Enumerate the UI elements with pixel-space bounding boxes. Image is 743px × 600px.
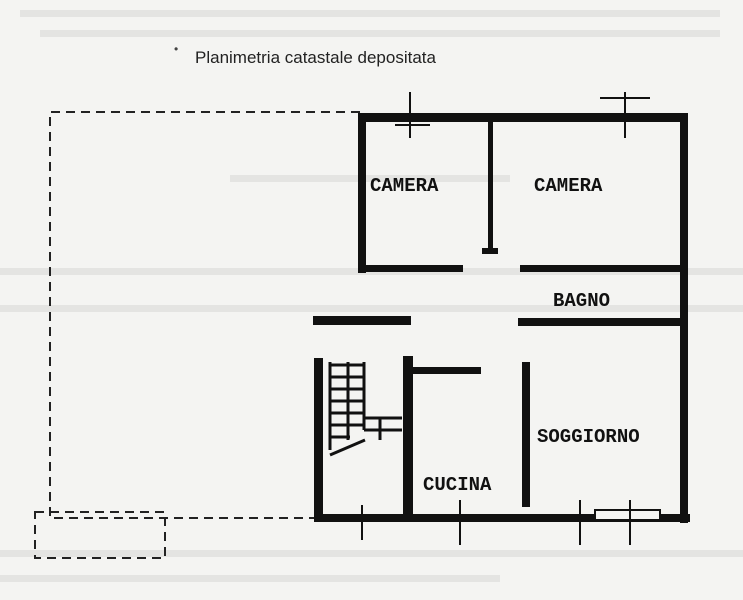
- document-title: Planimetria catastale depositata: [195, 48, 436, 67]
- walls: [313, 113, 690, 523]
- dashed-boundary: [34, 111, 360, 559]
- bullet-mark: •: [174, 42, 179, 56]
- staircase: [328, 362, 402, 457]
- room-label-camera-1: CAMERA: [370, 175, 439, 197]
- bleed-through-line: [0, 575, 500, 582]
- room-label-bagno: BAGNO: [553, 290, 610, 312]
- window: [594, 509, 661, 521]
- bleed-through-line: [40, 30, 720, 37]
- bleed-through-line: [0, 305, 743, 312]
- bleed-through-line: [20, 10, 720, 17]
- bleed-through-line: [230, 175, 510, 182]
- reference-ticks: [361, 92, 650, 545]
- room-label-soggiorno: SOGGIORNO: [537, 426, 640, 448]
- bleed-through-line: [0, 550, 743, 557]
- room-label-cucina: CUCINA: [423, 474, 492, 496]
- room-label-camera-2: CAMERA: [534, 175, 603, 197]
